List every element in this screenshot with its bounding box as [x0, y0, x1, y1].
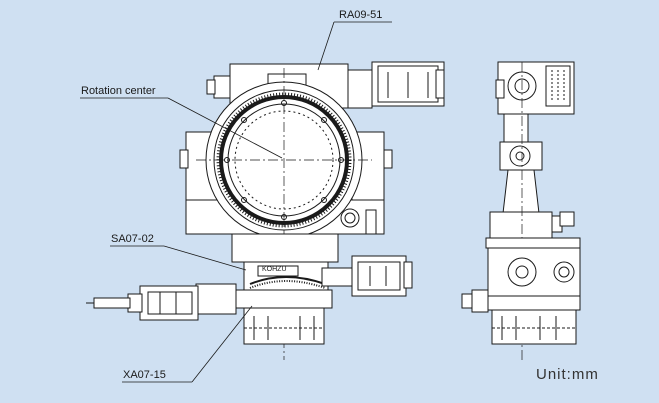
leader-lines: [80, 21, 392, 383]
front-view: [86, 61, 445, 360]
label-sa07-02: SA07-02: [111, 233, 154, 245]
side-view: [461, 61, 581, 360]
label-ra09-51: RA09-51: [339, 9, 383, 21]
unit-label: Unit:mm: [536, 366, 599, 383]
label-rotation-center: Rotation center: [81, 85, 156, 97]
label-xa07-15: XA07-15: [123, 369, 166, 381]
brand-label-kohzu: KOHZU: [262, 266, 287, 273]
